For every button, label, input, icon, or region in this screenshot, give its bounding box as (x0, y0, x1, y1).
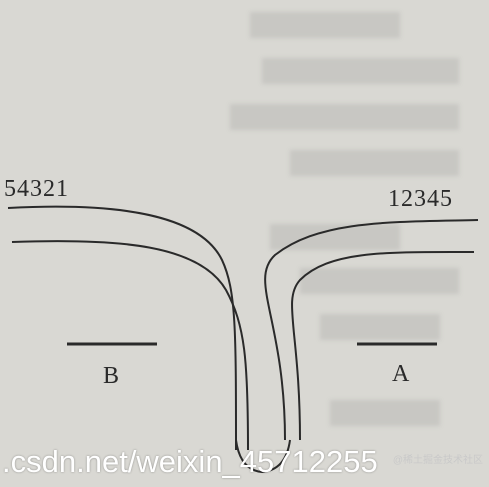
left-sequence-label: 54321 (4, 176, 69, 202)
watermark: .csdn.net/weixin_45712255 @稀土掘金技术社区 (0, 436, 489, 487)
left-outer-track (7, 205, 237, 451)
right-sequence-label: 12345 (388, 186, 453, 212)
track-a-label: A (392, 361, 410, 387)
watermark-subtext: @稀土掘金技术社区 (392, 455, 483, 466)
watermark-url: .csdn.net/weixin_45712255 (2, 444, 378, 479)
right-outer-track (264, 219, 479, 441)
right-inner-track (291, 250, 475, 441)
track-b-label: B (103, 363, 120, 389)
stack-bottom-curve (235, 439, 291, 474)
left-inner-track (11, 240, 249, 451)
